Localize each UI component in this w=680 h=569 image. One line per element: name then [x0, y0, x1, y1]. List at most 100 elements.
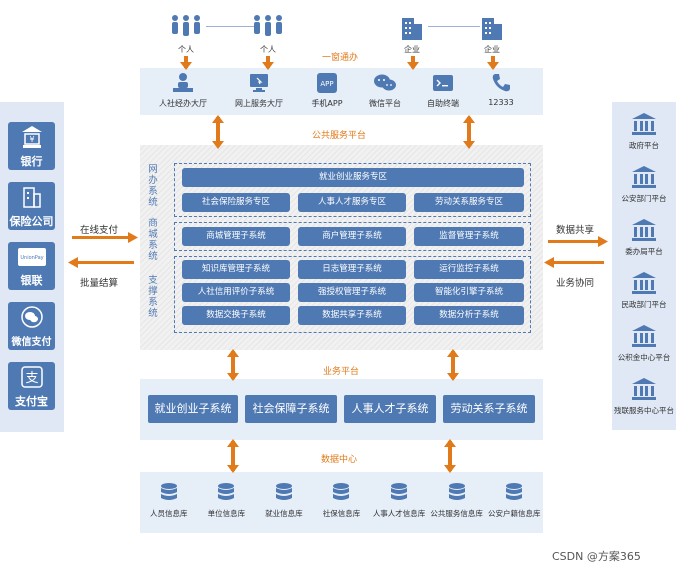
app-glyph: APP: [320, 80, 333, 88]
arrowhead-up: [227, 439, 239, 447]
left-item-wechatpay[interactable]: 微信支付: [8, 302, 55, 350]
monitor-click-icon: [250, 74, 268, 92]
wechat-pay-icon: [20, 306, 43, 328]
zhicheng-button[interactable]: 数据交换子系统: [182, 306, 290, 325]
business-system-button[interactable]: 社会保障子系统: [245, 395, 337, 423]
database-item[interactable]: 就业信息库: [255, 482, 313, 519]
government-building-icon: [632, 113, 656, 135]
left-item-label: 保险公司: [9, 215, 54, 228]
database-icon: [333, 483, 350, 500]
left-item-unionpay[interactable]: UnionPay 银联: [8, 242, 55, 290]
wangban-top-button[interactable]: 就业创业服务专区: [182, 168, 524, 187]
channel-item[interactable]: 微信平台: [360, 72, 410, 109]
right-item[interactable]: 公安部门平台: [612, 165, 676, 204]
channel-item[interactable]: APP 手机APP: [302, 72, 352, 109]
wangban-row-button[interactable]: 劳动关系服务专区: [414, 193, 524, 212]
government-building-icon: [632, 219, 656, 241]
database-item[interactable]: 人员信息库: [140, 482, 198, 519]
right-list: 政府平台公安部门平台委办局平台民政部门平台公积金中心平台残联服务中心平台: [612, 112, 676, 428]
zhicheng-group: [174, 256, 531, 333]
zhicheng-button[interactable]: 强授权管理子系统: [298, 283, 406, 302]
business-system-button[interactable]: 就业创业子系统: [148, 395, 238, 423]
alipay-glyph: 支: [25, 371, 38, 386]
left-item-insurance[interactable]: 保险公司: [8, 182, 55, 230]
person-actor: 个人: [250, 14, 286, 55]
shangcheng-button[interactable]: 商户管理子系统: [298, 227, 406, 246]
person-actor: 个人: [168, 14, 204, 55]
database-label: 公共服务信息库: [430, 509, 483, 518]
window-title: 一窗通办: [322, 53, 359, 63]
wangban-row-button[interactable]: 社会保险服务专区: [182, 193, 290, 212]
zhicheng-button[interactable]: 数据共享子系统: [298, 306, 406, 325]
zhicheng-button[interactable]: 智能化引擎子系统: [414, 283, 524, 302]
shangcheng-button[interactable]: 商城管理子系统: [182, 227, 290, 246]
database-item[interactable]: 社保信息库: [313, 482, 371, 519]
left-item-label: 支付宝: [15, 395, 48, 408]
zhicheng-button[interactable]: 运行监控子系统: [414, 260, 524, 279]
vertical-label-shangcheng: 商城系统: [148, 218, 158, 262]
channel-item[interactable]: 人社经办大厅: [148, 72, 218, 109]
shangcheng-button[interactable]: 监督管理子系统: [414, 227, 524, 246]
right-item[interactable]: 民政部门平台: [612, 271, 676, 310]
business-system-list: 就业创业子系统社会保障子系统人事人才子系统劳动关系子系统: [140, 379, 543, 440]
arrowhead-down: [487, 62, 499, 70]
left-item-bank[interactable]: ¥ 银行: [8, 122, 55, 170]
unionpay-icon: UnionPay: [17, 248, 46, 266]
left-item-label: 微信支付: [11, 337, 52, 348]
right-item-label: 委办局平台: [625, 247, 663, 256]
arrowhead-down: [212, 141, 224, 149]
data-center-title: 数据中心: [321, 455, 358, 465]
right-item[interactable]: 委办局平台: [612, 218, 676, 257]
connector-line: [428, 26, 480, 27]
channel-label: 网上服务大厅: [235, 99, 283, 108]
government-building-icon: [632, 272, 656, 294]
database-item[interactable]: 单位信息库: [198, 482, 256, 519]
channel-item[interactable]: 网上服务大厅: [224, 72, 294, 109]
right-item-label: 公积金中心平台: [617, 353, 671, 362]
channel-item[interactable]: 12333: [476, 72, 526, 107]
data-center-band: [140, 472, 543, 533]
database-icon: [218, 483, 235, 500]
zhicheng-button[interactable]: 日志管理子系统: [298, 260, 406, 279]
building-icon: [402, 18, 422, 40]
right-item-label: 政府平台: [629, 141, 659, 150]
database-label: 就业信息库: [265, 509, 303, 518]
government-building-icon: [632, 325, 656, 347]
zhicheng-button[interactable]: 人社信用评价子系统: [182, 283, 290, 302]
arrowhead-down: [447, 373, 459, 381]
database-item[interactable]: 公共服务信息库: [428, 482, 486, 519]
app-icon: APP: [317, 73, 337, 93]
arrowhead-up: [447, 349, 459, 357]
wangban-row-button[interactable]: 人事人才服务专区: [298, 193, 406, 212]
left-item-alipay[interactable]: 支 支付宝: [8, 362, 55, 410]
arrowhead-down: [227, 373, 239, 381]
right-item[interactable]: 公积金中心平台: [612, 324, 676, 363]
database-label: 社保信息库: [322, 509, 361, 518]
zhicheng-button[interactable]: 数据分析子系统: [414, 306, 524, 325]
arrow-left: [74, 261, 134, 264]
channel-label: 手机APP: [311, 99, 343, 108]
business-system-button[interactable]: 人事人才子系统: [344, 395, 436, 423]
channel-list: 人社经办大厅 网上服务大厅 APP 手机APP 微信平台 自助终端 12333: [140, 70, 543, 115]
arrowhead-down: [180, 62, 192, 70]
double-arrow: [448, 441, 452, 471]
building-icon: [22, 187, 41, 208]
double-arrow: [451, 351, 455, 379]
connector-line: [206, 26, 256, 27]
double-arrow: [231, 441, 235, 471]
right-item[interactable]: 残联服务中心平台: [612, 377, 676, 416]
business-system-button[interactable]: 劳动关系子系统: [443, 395, 535, 423]
right-item-label: 残联服务中心平台: [614, 406, 674, 415]
government-building-icon: [632, 166, 656, 188]
channel-item[interactable]: 自助终端: [418, 72, 468, 109]
database-item[interactable]: 人事人才信息库: [370, 482, 428, 519]
arrowhead-left: [68, 257, 78, 268]
right-item[interactable]: 政府平台: [612, 112, 676, 151]
database-icon: [160, 483, 177, 500]
database-item[interactable]: 公安户籍信息库: [485, 482, 543, 519]
vertical-label-zhicheng: 支撑系统: [148, 275, 158, 319]
arrow-right: [548, 240, 602, 243]
business-coop-label: 业务协同: [556, 278, 595, 289]
database-label: 公安户籍信息库: [487, 509, 541, 518]
zhicheng-button[interactable]: 知识库管理子系统: [182, 260, 290, 279]
